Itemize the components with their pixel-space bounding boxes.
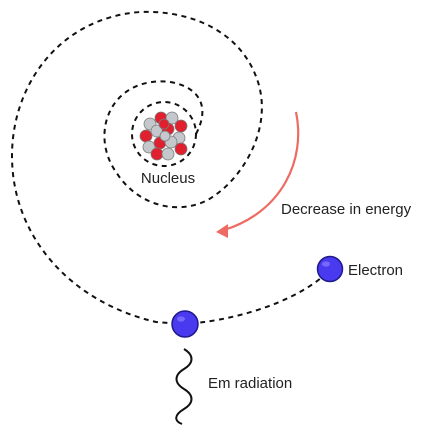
spiral-path: [10, 10, 331, 326]
electron-label: Electron: [348, 262, 403, 279]
curved-arrow-icon: [216, 111, 300, 238]
wavy-line-icon: [175, 348, 193, 425]
neutron: [165, 111, 179, 125]
spiral-electron-path: [10, 10, 331, 326]
electron-sphere-icon: [171, 310, 199, 338]
proton: [174, 142, 188, 156]
neutron: [161, 147, 175, 161]
proton: [139, 129, 153, 143]
proton: [150, 147, 164, 161]
radiation-label: Em radiation: [208, 375, 292, 392]
proton: [174, 119, 188, 133]
neutron: [159, 130, 171, 142]
proton: [158, 118, 170, 130]
energy-label: Decrease in energy: [281, 201, 412, 218]
nucleus-label: Nucleus: [141, 170, 195, 187]
nucleus: [139, 111, 188, 161]
neutron: [142, 140, 156, 154]
electron-sphere-icon: [316, 255, 344, 283]
